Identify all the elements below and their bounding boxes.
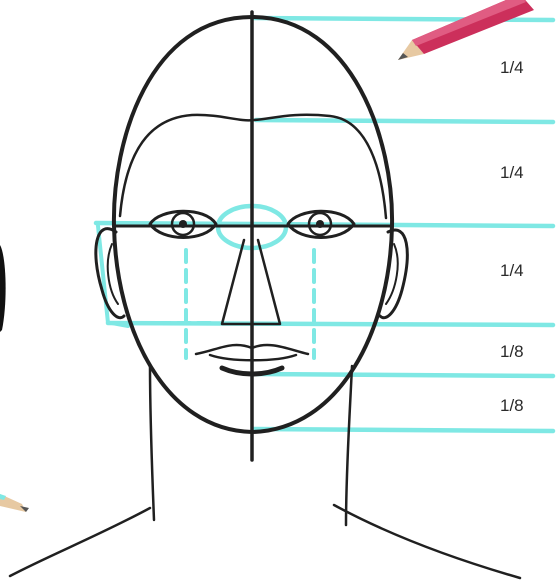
neck-right (346, 366, 352, 525)
label-hairline-to-eyes: 1/4 (500, 163, 524, 182)
guide-line-nose (108, 323, 553, 325)
neck-left (150, 366, 154, 520)
face-sketch (10, 12, 520, 578)
label-forehead-top: 1/4 (500, 58, 524, 77)
guide-line-chin (254, 429, 553, 431)
label-mouth-to-chin: 1/8 (500, 396, 524, 415)
shoulder-left (10, 508, 150, 576)
guide-line-hairline (256, 120, 553, 122)
label-eyes-to-nose: 1/4 (500, 261, 524, 280)
feature-alignment-guides (98, 206, 314, 358)
guide-line-mouth (256, 374, 553, 376)
left-edge-shape (0, 245, 6, 332)
pencil-icon (0, 494, 29, 512)
label-nose-to-mouth: 1/8 (500, 342, 524, 361)
proportion-labels: 1/4 1/4 1/4 1/8 1/8 (500, 58, 524, 415)
shoulder-right (334, 505, 520, 578)
pencil-icon (398, 0, 534, 60)
